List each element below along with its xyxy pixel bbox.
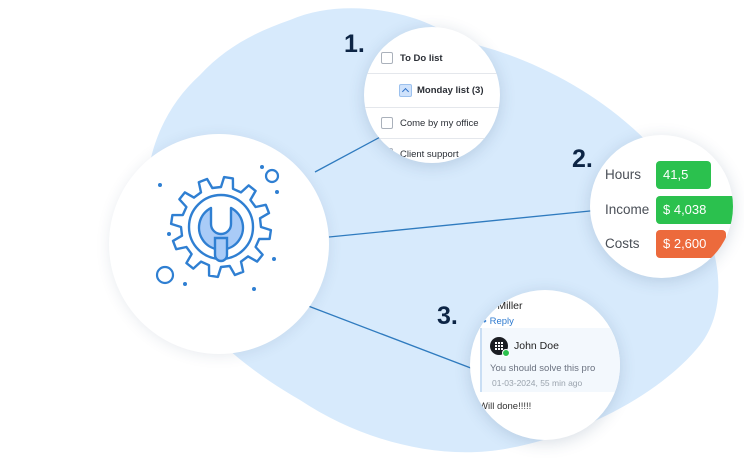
gear-outline bbox=[169, 175, 273, 279]
gear-wrench-icon bbox=[155, 165, 280, 291]
chevron-up-icon[interactable] bbox=[399, 84, 412, 97]
todo-item-checkbox[interactable] bbox=[381, 148, 393, 160]
todo-item-checkbox[interactable] bbox=[381, 117, 393, 129]
reply-message: Will done!!!!! bbox=[479, 401, 532, 412]
step-number-3: 3. bbox=[437, 302, 458, 330]
hours-label: Hours bbox=[605, 167, 642, 182]
connector-line-1 bbox=[314, 134, 385, 173]
divider bbox=[364, 107, 500, 108]
decor-dot bbox=[252, 287, 256, 291]
todo-list-header: To Do list bbox=[381, 52, 443, 64]
connector-line-2 bbox=[328, 209, 601, 238]
todo-item-label: Come by my office bbox=[400, 117, 479, 129]
reply-label: Reply bbox=[489, 316, 514, 327]
costs-value-badge: $ 2,600 bbox=[656, 230, 726, 258]
quoted-timestamp: 01-03-2024, 55 min ago bbox=[492, 378, 583, 388]
todo-list-checkbox[interactable] bbox=[381, 52, 393, 64]
online-status-dot bbox=[502, 349, 510, 357]
message-author: ck Miller bbox=[484, 300, 523, 312]
connector-line-3 bbox=[302, 303, 477, 371]
income-label: Income bbox=[605, 202, 650, 217]
wrench-shape bbox=[197, 206, 245, 251]
todo-item[interactable]: Client support bbox=[381, 148, 459, 160]
step-number-1: 1. bbox=[344, 30, 365, 58]
avatar-glyph-icon bbox=[495, 342, 503, 350]
chat-bubble: ck Miller ➦ Reply John Doe You should so… bbox=[470, 290, 620, 440]
finance-stats-bubble: Hours 41,5 Income $ 4,038 Costs $ 2,600 bbox=[590, 135, 733, 278]
step-number-2: 2. bbox=[572, 145, 593, 173]
decor-dot bbox=[167, 232, 171, 236]
decor-circle-small bbox=[264, 168, 280, 184]
decor-dot bbox=[260, 165, 264, 169]
divider bbox=[364, 73, 500, 74]
todo-group-label: Monday list (3) bbox=[417, 85, 484, 96]
hours-value-badge: 41,5 bbox=[656, 161, 711, 189]
income-value-badge: $ 4,038 bbox=[656, 196, 733, 224]
decor-dot bbox=[272, 257, 276, 261]
costs-label: Costs bbox=[605, 236, 640, 251]
decor-dot bbox=[183, 282, 187, 286]
quoted-author: John Doe bbox=[514, 340, 559, 352]
decor-dot bbox=[275, 190, 279, 194]
wrench-handle bbox=[213, 236, 229, 263]
reply-link[interactable]: ➦ Reply bbox=[479, 316, 514, 327]
todo-list-title: To Do list bbox=[400, 52, 443, 64]
decor-dot bbox=[158, 183, 162, 187]
quoted-message: You should solve this pro bbox=[490, 363, 596, 374]
divider bbox=[364, 138, 500, 139]
decor-circle-large bbox=[155, 265, 175, 285]
todo-group-row[interactable]: Monday list (3) bbox=[399, 84, 484, 97]
todo-item-label: Client support bbox=[400, 148, 459, 160]
hub-circle bbox=[109, 134, 329, 354]
reply-arrow-icon: ➦ bbox=[479, 316, 487, 327]
todo-list-bubble: To Do list Monday list (3) Come by my of… bbox=[364, 27, 500, 163]
todo-item[interactable]: Come by my office bbox=[381, 117, 479, 129]
